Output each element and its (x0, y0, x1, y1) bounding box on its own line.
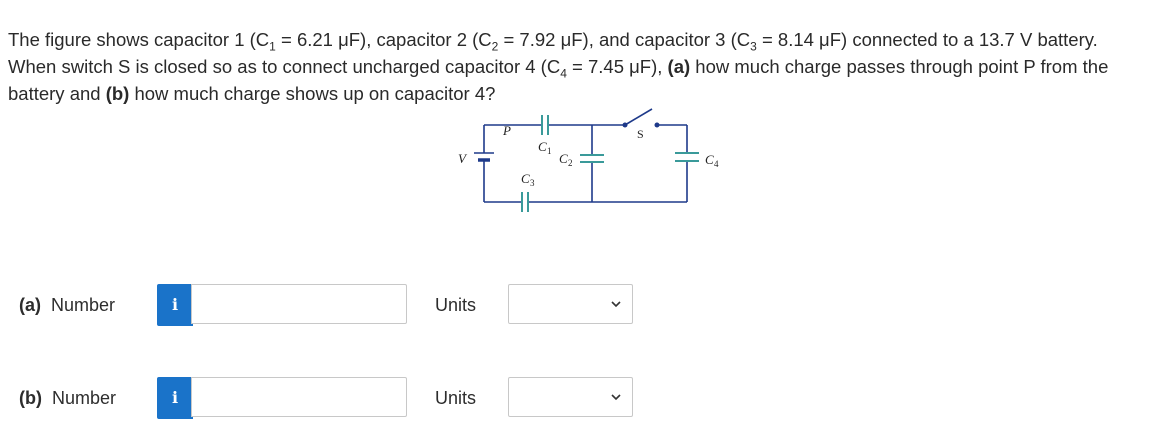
svg-text:C: C (559, 151, 568, 166)
switch-blade (624, 108, 653, 126)
question-c4-value: = 7.45 μF), (566, 56, 668, 77)
c3-plates (521, 192, 529, 212)
answer-a-tag: (a) (19, 295, 41, 315)
c1-plates (541, 115, 549, 135)
svg-text:C: C (538, 139, 547, 154)
answer-row-b: (b) Number i Units (0, 377, 1155, 419)
question-c3-value: = 8.14 μF) connected to a 13.7 V battery… (8, 29, 1098, 77)
question-part-b-tag: (b) (105, 83, 130, 104)
c1-subscript: 1 (269, 39, 276, 54)
chevron-down-icon (611, 301, 621, 308)
answer-b-number-label: Number (51, 388, 117, 408)
c2-plates (580, 154, 604, 163)
svg-text:3: 3 (530, 178, 535, 188)
c3-subscript: 3 (750, 39, 757, 54)
answer-b-units-label: Units (435, 388, 477, 408)
answer-a-label: (a) Number (19, 284, 115, 326)
question-part-a-text: how much charge passes through point P f… (8, 56, 1109, 104)
c4-subscript: 4 (560, 66, 567, 81)
question-c2-value: = 7.92 μF), and capacitor 3 (C (498, 29, 751, 50)
circuit-figure: V P S C 1 C 2 C 3 C 4 (447, 103, 737, 215)
label-s: S (637, 127, 644, 141)
question-part-b-text: how much charge shows up on capacitor 4? (129, 83, 496, 104)
label-c4: C 4 (705, 152, 719, 169)
label-c1: C 1 (538, 139, 552, 156)
label-c3: C 3 (521, 171, 535, 188)
switch-contact-left (622, 122, 628, 128)
svg-text:2: 2 (568, 158, 573, 168)
question-c1-value: = 6.21 μF), capacitor 2 (C (275, 29, 492, 50)
answer-b-units-select[interactable] (508, 377, 633, 417)
question-text: The figure shows capacitor 1 (C1 = 6.21 … (8, 26, 1148, 107)
svg-text:C: C (705, 152, 714, 167)
question-intro: The figure shows capacitor 1 (C (8, 29, 270, 50)
answer-row-a: (a) Number i Units (0, 284, 1155, 326)
answer-a-units-select[interactable] (508, 284, 633, 324)
answer-b-label: (b) Number (19, 377, 116, 419)
svg-text:C: C (521, 171, 530, 186)
label-p: P (502, 123, 511, 138)
answer-a-units-label: Units (435, 295, 477, 315)
answer-b-number-input[interactable] (191, 377, 407, 417)
answer-b-tag: (b) (19, 388, 42, 408)
c2-subscript: 2 (491, 39, 499, 54)
question-part-a-tag: (a) (667, 56, 691, 77)
label-v: V (458, 151, 468, 166)
battery-symbol (474, 152, 494, 167)
answer-a-number-label: Number (51, 295, 116, 315)
info-icon[interactable]: i (157, 377, 193, 419)
info-icon[interactable]: i (157, 284, 193, 326)
chevron-down-icon (611, 394, 621, 401)
circuit-diagram: V P S C 1 C 2 C 3 C 4 (458, 108, 719, 212)
switch-contact-right (654, 122, 660, 128)
svg-text:1: 1 (547, 146, 552, 156)
c4-plates (675, 152, 699, 162)
svg-text:4: 4 (714, 159, 719, 169)
label-c2: C 2 (559, 151, 573, 168)
answer-a-number-input[interactable] (191, 284, 407, 324)
